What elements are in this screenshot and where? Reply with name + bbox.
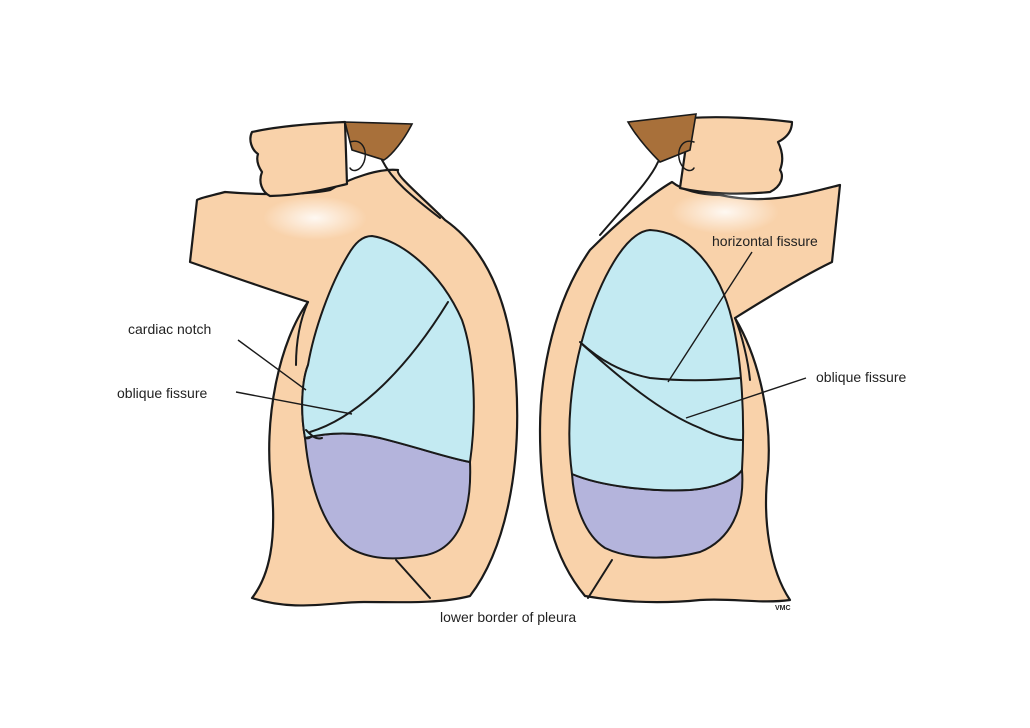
left-lung-inner-line — [305, 429, 323, 440]
leader-lines — [235, 251, 807, 419]
left-figure-neck-line — [381, 159, 441, 219]
right-figure-chest-line — [734, 317, 751, 381]
right-horizontal-fissure-line — [579, 341, 741, 382]
lower-border-of-pleura-label: lower border of pleura — [440, 609, 576, 625]
left-figure-hair — [343, 121, 414, 161]
right-oblique-fissure-label: oblique fissure — [816, 369, 906, 385]
horizontal-fissure-leader — [667, 251, 753, 383]
left-pleura-border-line — [395, 559, 431, 599]
left-oblique-fissure-line — [309, 301, 449, 433]
left-oblique-fissure-leader — [235, 391, 353, 415]
left-figure-shoulder-highlight — [263, 196, 367, 240]
right-figure-shoulder-highlight — [671, 190, 779, 234]
left-oblique-fissure-label: oblique fissure — [117, 385, 207, 401]
right-figure-ear — [678, 140, 695, 172]
right-figure-neck-line — [599, 161, 659, 236]
left-lung-upper-lobe — [301, 234, 475, 464]
left-figure-chest-line — [295, 301, 309, 366]
right-oblique-fissure-line — [582, 344, 743, 441]
right-oblique-fissure-leader — [685, 377, 807, 419]
right-lung-upper-lobe — [568, 228, 745, 492]
left-figure-head — [249, 120, 349, 198]
right-figure-head — [678, 116, 794, 195]
cardiac-notch-label: cardiac notch — [128, 321, 211, 337]
cardiac-notch-leader — [237, 339, 307, 391]
horizontal-fissure-label: horizontal fissure — [712, 233, 818, 249]
labels: cardiac notch oblique fissure horizontal… — [117, 233, 906, 625]
artist-signature: VMC — [775, 605, 791, 612]
right-pleura-border-line — [587, 559, 613, 599]
left-lateral-figure — [188, 120, 519, 607]
right-lateral-figure — [538, 113, 842, 604]
left-figure-ear — [349, 140, 366, 172]
